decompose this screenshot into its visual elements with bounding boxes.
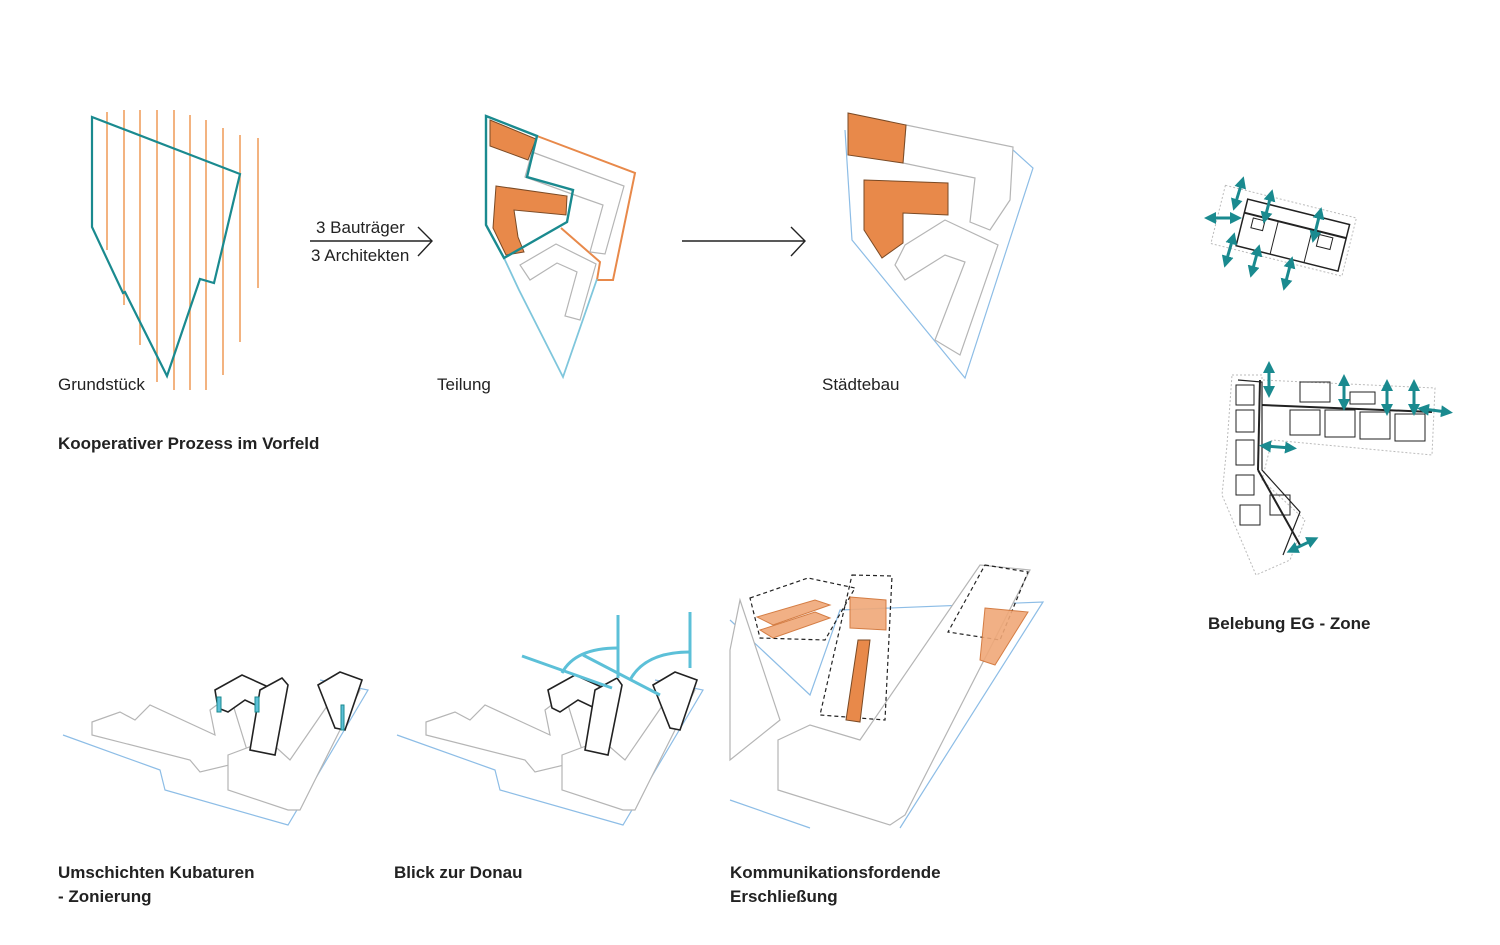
double-arrow-icon — [1417, 403, 1453, 418]
teilung-label: Teilung — [437, 375, 491, 394]
staedtebau-diagram — [844, 112, 1034, 380]
donau-diagram — [396, 612, 704, 826]
floor-plan-upper — [1210, 184, 1357, 277]
double-arrow-icon — [1247, 244, 1263, 278]
floor-plan-lower — [1221, 374, 1436, 576]
grundstueck-diagram — [90, 110, 259, 390]
kubaturen-title-line1: Umschichten Kubaturen — [58, 863, 254, 882]
double-arrow-icon — [1286, 537, 1319, 553]
arrow-to-staedtebau — [682, 226, 806, 257]
teilung-diagram — [484, 114, 637, 380]
kubaturen-title-line2: - Zonierung — [58, 887, 151, 906]
belebung-title: Belebung EG - Zone — [1208, 614, 1370, 633]
double-arrow-icon — [1280, 256, 1296, 291]
site-outline — [90, 115, 242, 379]
double-arrow-icon — [1260, 189, 1276, 224]
kommunikation-title-line2: Erschließung — [730, 887, 838, 906]
kubaturen-diagram — [62, 671, 369, 826]
activation-arrows — [1204, 176, 1453, 553]
grundstueck-label: Grundstück — [58, 375, 145, 394]
kommunikation-title-line1: Kommunikationsfordende — [730, 863, 941, 882]
double-arrow-icon — [1231, 176, 1246, 211]
arrow-text-bautraeger: 3 Bauträger — [316, 218, 405, 237]
view-axes — [521, 612, 692, 697]
section-title-kooperativer-prozess: Kooperativer Prozess im Vorfeld — [58, 434, 319, 453]
double-arrow-icon — [1259, 440, 1297, 454]
double-arrow-icon — [1221, 232, 1238, 268]
double-arrow-icon — [1309, 207, 1325, 243]
process-arrow — [310, 226, 433, 257]
kommunikation-diagram — [729, 564, 1045, 829]
staedtebau-label: Städtebau — [822, 375, 900, 394]
arrow-text-architekten: 3 Architekten — [311, 246, 409, 265]
donau-title: Blick zur Donau — [394, 863, 522, 882]
orange-stripes — [106, 110, 259, 390]
